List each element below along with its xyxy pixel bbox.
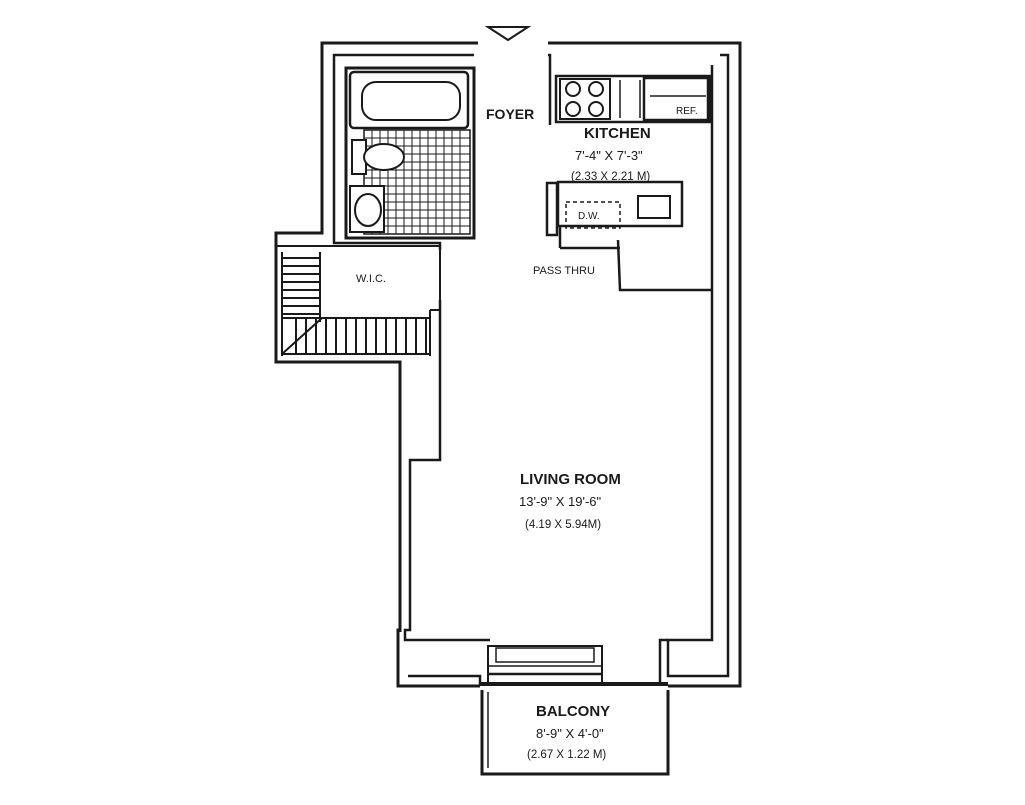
sliding-door-panel — [495, 647, 595, 663]
balcony — [480, 690, 670, 776]
living-west-wall — [403, 300, 490, 642]
foyer-label: FOYER — [486, 106, 534, 122]
kitchen-sink — [637, 195, 671, 219]
entry-arrow-icon — [484, 26, 532, 42]
closet-wall — [276, 245, 441, 300]
burner-icon — [565, 101, 581, 117]
refrigerator — [642, 76, 710, 122]
exterior-walls — [274, 41, 742, 688]
dw-label: D.W. — [578, 211, 600, 222]
bathroom — [344, 66, 476, 240]
burner-icon — [588, 101, 604, 117]
living-room-metric: (4.19 X 5.94M) — [525, 519, 601, 531]
outer-wall-outline — [274, 41, 742, 688]
living-room-dims: 13'-9" X 19'-6" — [519, 494, 602, 509]
bathroom-wall — [344, 66, 476, 240]
sink-basin — [354, 193, 382, 227]
wic-label: W.I.C. — [356, 273, 386, 285]
balcony-railing — [480, 690, 670, 776]
balcony-door — [480, 645, 668, 686]
kitchen-metric: (2.33 X 2.21 M) — [571, 171, 650, 183]
toilet-bowl — [363, 143, 405, 171]
balcony-dims: 8'-9" X 4'-0" — [536, 726, 604, 741]
closet-shelving-bottom — [282, 309, 440, 356]
burner-icon — [565, 81, 581, 97]
balcony-name: BALCONY — [536, 703, 610, 720]
balcony-metric: (2.67 X 1.22 M) — [527, 749, 606, 761]
south-wall-right — [658, 638, 668, 686]
living-room-name: LIVING ROOM — [520, 471, 621, 488]
kitchen-name: KITCHEN — [584, 125, 651, 142]
ref-label: REF. — [676, 106, 698, 117]
pass-thru-end-cap — [545, 181, 559, 237]
pass-thru-label: PASS THRU — [533, 265, 595, 277]
kitchen: REF. D.W. — [545, 74, 712, 250]
inner-wall-outline — [332, 53, 730, 678]
kitchen-dims: 7'-4" X 7'-3" — [575, 148, 643, 163]
bathtub-basin — [361, 81, 461, 121]
burner-icon — [588, 81, 604, 97]
dishwasher — [565, 201, 621, 229]
walk-in-closet — [276, 245, 441, 356]
